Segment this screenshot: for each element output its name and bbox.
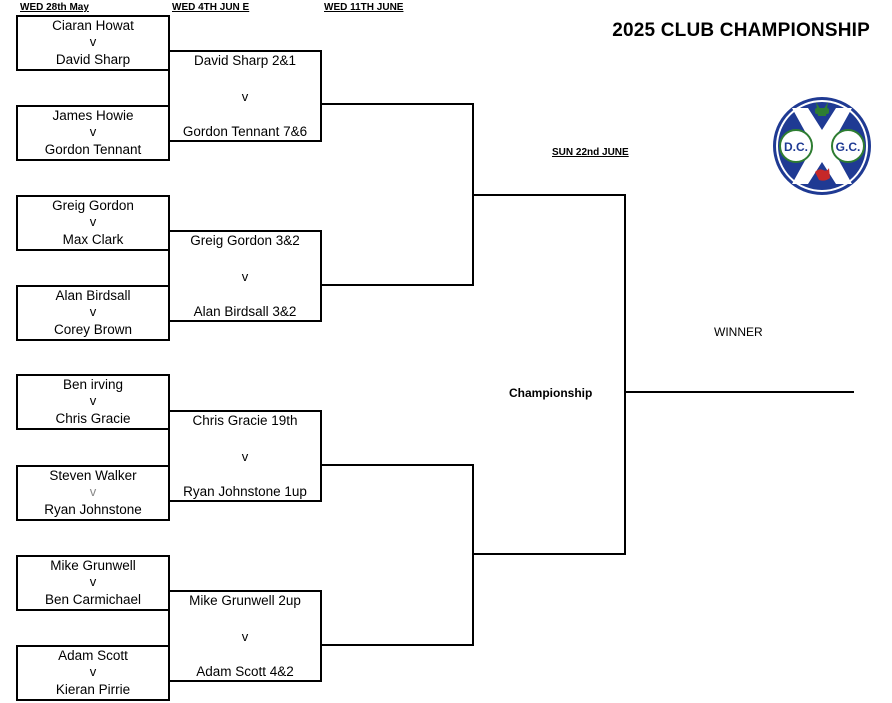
versus-label: v (89, 574, 97, 589)
round1-match-1: Ciaran Howat v David Sharp (16, 15, 170, 71)
player: Alan Birdsall (55, 288, 131, 303)
club-logo-icon: D.C. G.C. (773, 97, 871, 195)
page-title: 2025 CLUB CHAMPIONSHIP (612, 20, 870, 41)
bracket-line (624, 194, 626, 555)
versus-label: v (89, 124, 97, 139)
round3-date-header: WED 11TH JUNE (324, 2, 404, 13)
player-result: Alan Birdsall 3&2 (193, 304, 297, 319)
player: Ben irving (62, 377, 124, 392)
versus-label: v (241, 269, 249, 284)
versus-label: v (241, 629, 249, 644)
bracket-line (320, 103, 474, 105)
player: Mike Grunwell (50, 558, 136, 573)
player-result: Greig Gordon 3&2 (190, 233, 300, 248)
round2-match-1: David Sharp 2&1 v Gordon Tennant 7&6 (168, 50, 322, 142)
versus-label: v (89, 34, 97, 49)
round1-match-5: Ben irving v Chris Gracie (16, 374, 170, 430)
player: Corey Brown (53, 322, 133, 337)
championship-label: Championship (509, 386, 593, 400)
player: Gordon Tennant (44, 142, 142, 157)
player: Ryan Johnstone (44, 502, 142, 517)
versus-label: v (89, 484, 97, 499)
bracket-line (472, 464, 474, 646)
winner-label: WINNER (714, 325, 763, 339)
round1-match-2: James Howie v Gordon Tennant (16, 105, 170, 161)
bracket-line (472, 553, 626, 555)
round1-match-4: Alan Birdsall v Corey Brown (16, 285, 170, 341)
round1-match-8: Adam Scott v Kieran Pirrie (16, 645, 170, 701)
bracket-line (472, 194, 626, 196)
bracket-line (320, 284, 474, 286)
player-result: Mike Grunwell 2up (189, 593, 301, 608)
player-result: Adam Scott 4&2 (196, 664, 294, 679)
round1-match-6: Steven Walker v Ryan Johnstone (16, 465, 170, 521)
player-result: Gordon Tennant 7&6 (182, 124, 308, 139)
final-date-header: SUN 22nd JUNE (552, 147, 629, 158)
player-result: David Sharp 2&1 (193, 53, 297, 68)
versus-label: v (89, 304, 97, 319)
logo-left-text: D.C. (784, 140, 808, 154)
player: Ben Carmichael (44, 592, 142, 607)
round2-match-2: Greig Gordon 3&2 v Alan Birdsall 3&2 (168, 230, 322, 322)
player: Greig Gordon (52, 198, 134, 213)
player: David Sharp (55, 52, 131, 67)
round2-match-4: Mike Grunwell 2up v Adam Scott 4&2 (168, 590, 322, 682)
player-result: Ryan Johnstone 1up (183, 484, 307, 499)
versus-label: v (89, 393, 97, 408)
player: Max Clark (62, 232, 124, 247)
player: James Howie (52, 108, 134, 123)
player: Adam Scott (58, 648, 128, 663)
round2-date-header: WED 4TH JUN E (172, 2, 250, 13)
player: Kieran Pirrie (55, 682, 131, 697)
bracket-line (320, 464, 474, 466)
round1-match-3: Greig Gordon v Max Clark (16, 195, 170, 251)
round1-match-7: Mike Grunwell v Ben Carmichael (16, 555, 170, 611)
versus-label: v (241, 89, 249, 104)
player: Chris Gracie (55, 411, 131, 426)
bracket-line (320, 644, 474, 646)
player-result: Chris Gracie 19th (192, 413, 298, 428)
versus-label: v (241, 449, 249, 464)
round2-match-3: Chris Gracie 19th v Ryan Johnstone 1up (168, 410, 322, 502)
player: Ciaran Howat (52, 18, 134, 33)
round1-date-header: WED 28th May (20, 2, 89, 13)
player: Steven Walker (49, 468, 137, 483)
versus-label: v (89, 664, 97, 679)
versus-label: v (89, 214, 97, 229)
winner-line (624, 391, 854, 393)
logo-right-text: G.C. (836, 140, 861, 154)
